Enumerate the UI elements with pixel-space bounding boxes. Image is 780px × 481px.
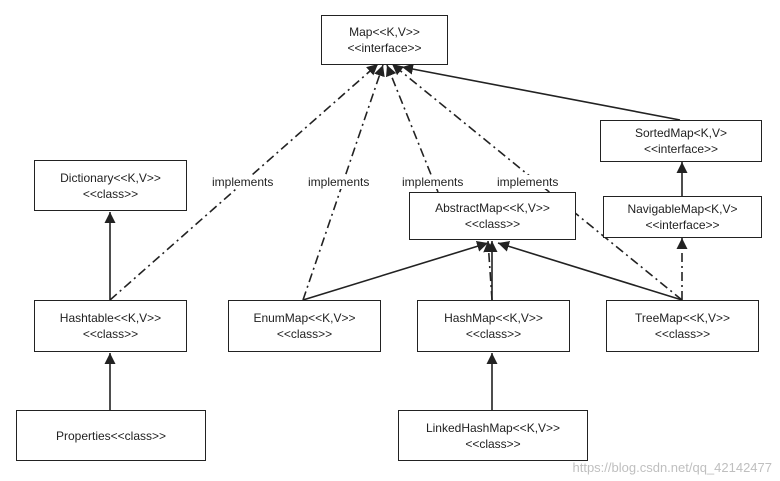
node-linkedhashmap-stereotype: <<class>> bbox=[465, 436, 521, 451]
node-dictionary-stereotype: <<class>> bbox=[82, 186, 139, 201]
node-map-stereotype: <<interface>> bbox=[347, 41, 422, 55]
edge-label-enummap-implements: implements bbox=[307, 175, 371, 189]
node-abstractmap-name: AbstractMap<<K,V>> bbox=[435, 201, 550, 215]
node-properties: Properties<<class>> bbox=[16, 410, 206, 461]
edge-enummap-abstractmap bbox=[302, 240, 489, 301]
edge-label-treemap-implements: implements bbox=[496, 175, 560, 189]
edge-label-hashtable-implements: implements bbox=[211, 175, 275, 189]
edge-enummap-map bbox=[302, 64, 385, 301]
node-treemap-name: TreeMap<<K,V>> bbox=[635, 311, 730, 325]
edge-label-abstractmap-implements: implements bbox=[401, 175, 465, 189]
node-dictionary-name: Dictionary<<K,V>> bbox=[60, 170, 161, 185]
node-linkedhashmap: LinkedHashMap<<K,V>> <<class>> bbox=[398, 410, 588, 461]
node-map-name: Map<<K,V>> bbox=[349, 25, 420, 39]
node-hashtable-name: Hashtable<<K,V>> bbox=[59, 311, 162, 325]
node-hashtable: Hashtable<<K,V>> <<class>> bbox=[34, 300, 187, 352]
node-enummap-name: EnumMap<<K,V>> bbox=[253, 311, 356, 325]
node-treemap: TreeMap<<K,V>> <<class>> bbox=[606, 300, 759, 352]
node-treemap-stereotype: <<class>> bbox=[654, 327, 711, 341]
node-sortedmap-stereotype: <<interface>> bbox=[643, 142, 719, 156]
node-dictionary: Dictionary<<K,V>> <<class>> bbox=[34, 160, 187, 211]
node-hashmap: HashMap<<K,V>> <<class>> bbox=[417, 300, 570, 352]
node-abstractmap-stereotype: <<class>> bbox=[464, 217, 521, 231]
edge-abstractmap-map bbox=[385, 64, 439, 193]
node-enummap: EnumMap<<K,V>> <<class>> bbox=[228, 300, 381, 352]
node-abstractmap: AbstractMap<<K,V>> <<class>> bbox=[409, 192, 576, 240]
node-navigablemap-name: NavigableMap<K,V> bbox=[627, 202, 738, 216]
edge-treemap-abstractmap bbox=[497, 241, 683, 301]
edge-sortedmap-map bbox=[401, 63, 681, 121]
node-enummap-stereotype: <<class>> bbox=[276, 327, 333, 341]
node-hashmap-name: HashMap<<K,V>> bbox=[444, 311, 543, 325]
edge-treemap-map bbox=[391, 63, 683, 301]
node-navigablemap: NavigableMap<K,V> <<interface>> bbox=[603, 196, 762, 238]
node-sortedmap-name: SortedMap<K,V> bbox=[634, 126, 728, 140]
node-hashmap-stereotype: <<class>> bbox=[465, 327, 522, 341]
node-properties-name: Properties<<class>> bbox=[55, 428, 167, 443]
node-linkedhashmap-name: LinkedHashMap<<K,V>> bbox=[425, 420, 561, 435]
watermark: https://blog.csdn.net/qq_42142477 bbox=[572, 460, 773, 475]
node-sortedmap: SortedMap<K,V> <<interface>> bbox=[600, 120, 762, 162]
node-map: Map<<K,V>> <<interface>> bbox=[321, 15, 448, 65]
node-hashtable-stereotype: <<class>> bbox=[82, 327, 139, 341]
node-navigablemap-stereotype: <<interface>> bbox=[645, 218, 720, 232]
